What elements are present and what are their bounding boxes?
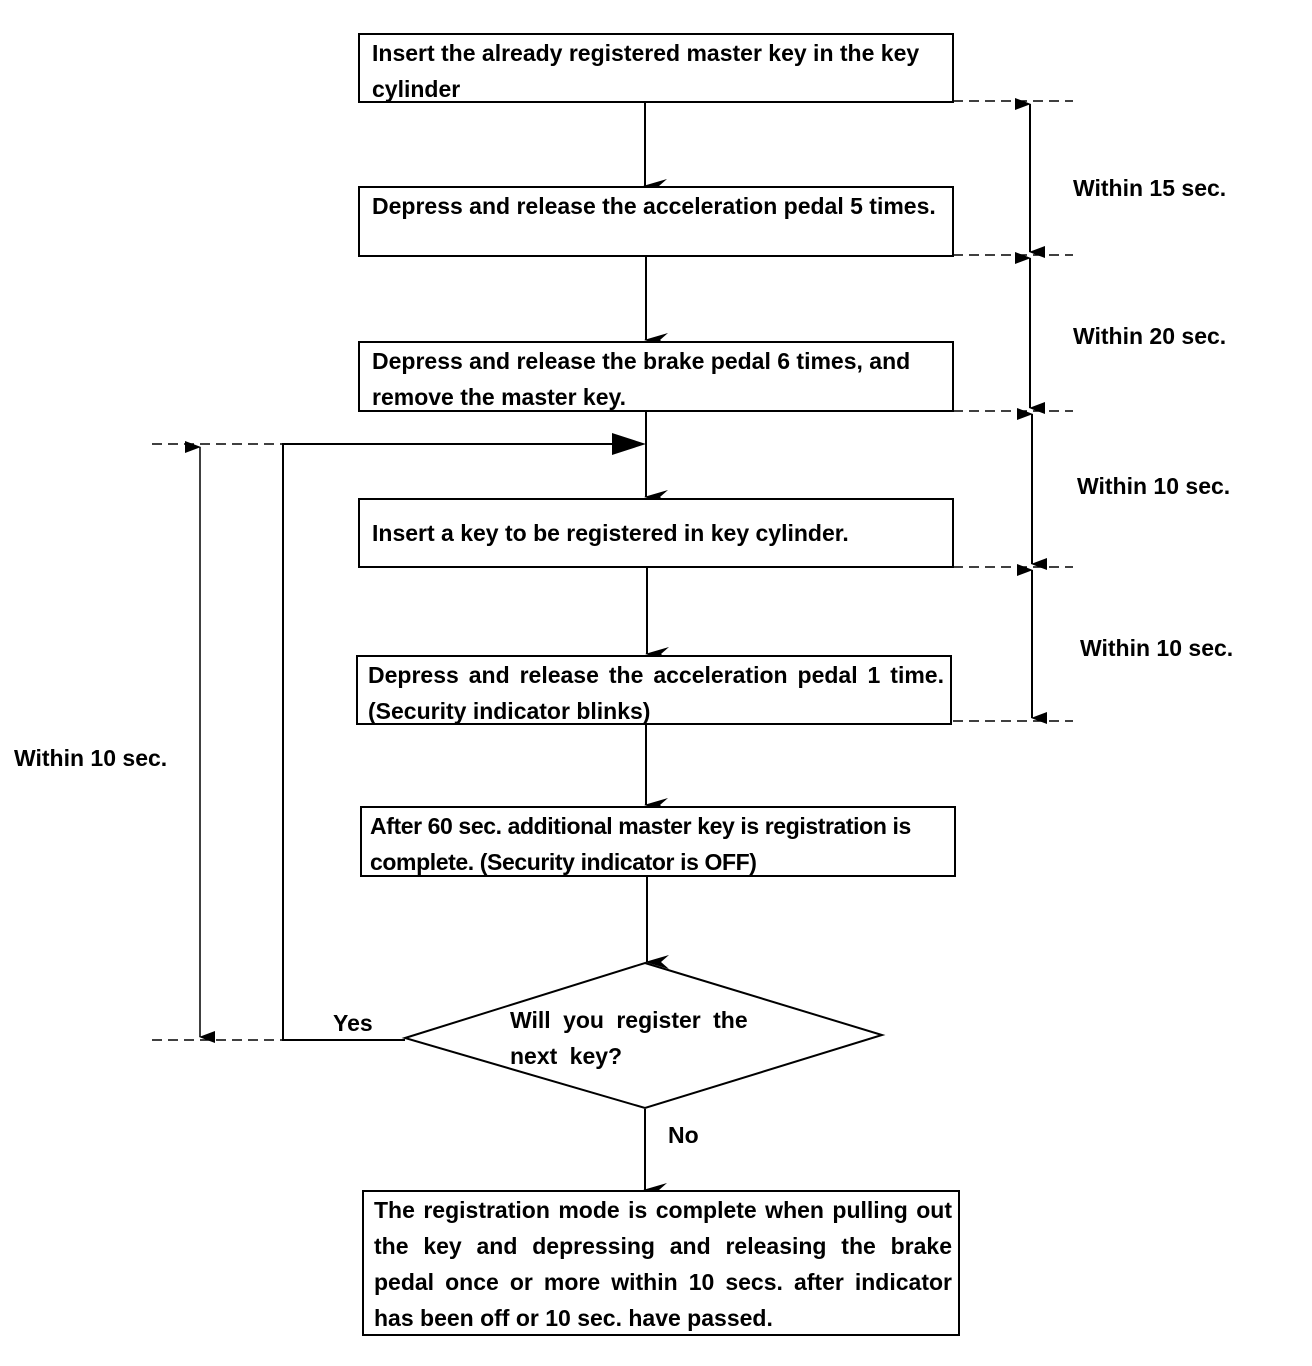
step-1-box: Insert the already registered master key… [358, 33, 954, 103]
final-step-box: The registration mode is complete when p… [362, 1190, 960, 1336]
timing-label-1: Within 15 sec. [1073, 175, 1227, 201]
step-6-box: After 60 sec. additional master key is r… [360, 806, 956, 877]
step-1-text: Insert the already registered master key… [372, 40, 920, 102]
timing-dimension-arrows [185, 98, 1047, 1043]
branch-yes-label: Yes [333, 1010, 373, 1036]
step-6-text: After 60 sec. additional master key is r… [370, 813, 911, 875]
timing-label-3: Within 10 sec. [1077, 473, 1231, 499]
final-step-text: The registration mode is complete when p… [374, 1197, 952, 1331]
step-3-text: Depress and release the brake pedal 6 ti… [372, 348, 911, 410]
step-2-box: Depress and release the acceleration ped… [358, 186, 954, 257]
timing-label-2: Within 20 sec. [1073, 323, 1227, 349]
arrow-loop-yes [282, 443, 640, 1041]
step-4-box: Insert a key to be registered in key cyl… [358, 498, 954, 568]
step-4-text: Insert a key to be registered in key cyl… [372, 520, 849, 546]
step-3-box: Depress and release the brake pedal 6 ti… [358, 341, 954, 412]
decision-text: Will you register the next key? [510, 1007, 748, 1069]
timing-guide-lines [152, 100, 1073, 1041]
timing-label-4: Within 10 sec. [1080, 635, 1234, 661]
flow-arrows [282, 103, 669, 1197]
arrow-loop-head [612, 433, 646, 455]
step-5-text: Depress and release the acceleration ped… [368, 662, 944, 724]
branch-no-label: No [668, 1122, 699, 1148]
decision-diamond [401, 961, 886, 1110]
step-5-box: Depress and release the acceleration ped… [356, 655, 952, 725]
step-2-text: Depress and release the acceleration ped… [372, 193, 936, 219]
timing-label-loop: Within 10 sec. [14, 745, 168, 771]
